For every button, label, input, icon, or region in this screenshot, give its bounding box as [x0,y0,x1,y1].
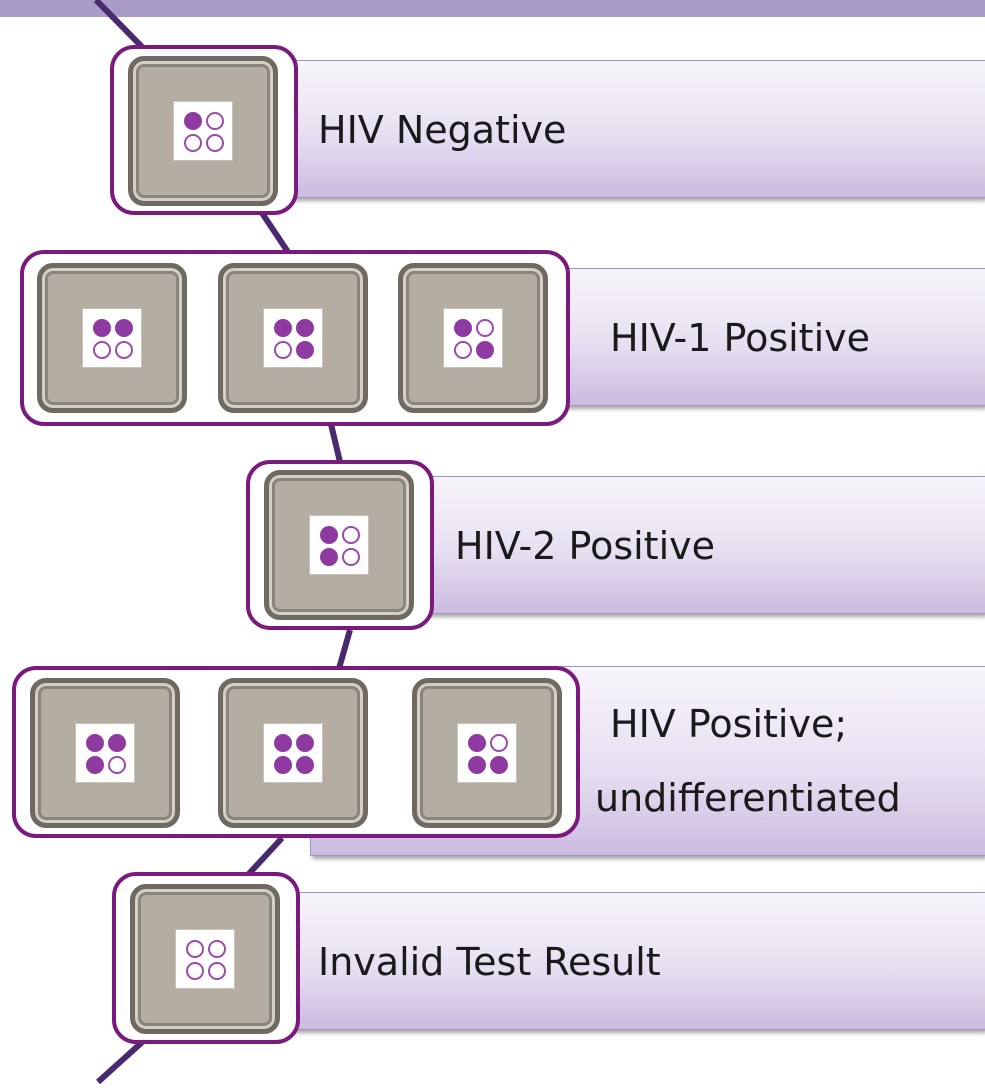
reactive-dot-icon [274,756,292,774]
test-device-hiv1-b [218,263,368,413]
test-device-invalid [130,884,280,1034]
reactive-dot-icon [86,756,104,774]
test-device-undiff-c [412,678,562,828]
result-label-invalid: Invalid Test Result [318,940,661,984]
result-label-hiv2-positive: HIV-2 Positive [455,524,716,568]
test-device-hiv1-a [37,263,187,413]
reactive-dot-icon [108,756,126,774]
test-window [263,723,323,783]
reactive-dot-icon [274,734,292,752]
test-window [82,308,142,368]
test-window [263,308,323,368]
test-window [309,515,369,575]
reactive-dot-icon [274,319,292,337]
result-label-box-hiv2-positive [400,476,985,614]
reactive-dot-icon [206,134,224,152]
reactive-dot-icon [208,962,226,980]
test-device-undiff-a [30,678,180,828]
test-window [457,723,517,783]
test-window [443,308,503,368]
reactive-dot-icon [490,756,508,774]
reactive-dot-icon [296,734,314,752]
reactive-dot-icon [296,319,314,337]
result-label-undifferentiated: undifferentiated [595,776,901,820]
reactive-dot-icon [115,341,133,359]
reactive-dot-icon [186,940,204,958]
result-label-hiv1-positive: HIV-1 Positive [610,316,871,360]
reactive-dot-icon [476,341,494,359]
reactive-dot-icon [296,341,314,359]
result-label-hiv-negative: HIV Negative [318,108,567,152]
reactive-dot-icon [274,341,292,359]
test-device-hiv-negative [128,56,278,206]
result-label-hiv-positive: HIV Positive; [610,702,848,746]
reactive-dot-icon [490,734,508,752]
result-label-box-hiv-negative [262,60,985,198]
reactive-dot-icon [342,548,360,566]
reactive-dot-icon [184,112,202,130]
reactive-dot-icon [93,341,111,359]
reactive-dot-icon [342,526,360,544]
top-bar [0,0,985,17]
test-window [175,929,235,989]
reactive-dot-icon [86,734,104,752]
reactive-dot-icon [320,526,338,544]
reactive-dot-icon [184,134,202,152]
test-window [173,101,233,161]
reactive-dot-icon [208,940,226,958]
reactive-dot-icon [468,756,486,774]
reactive-dot-icon [468,734,486,752]
reactive-dot-icon [115,319,133,337]
test-device-hiv2-positive [264,470,414,620]
reactive-dot-icon [93,319,111,337]
reactive-dot-icon [296,756,314,774]
reactive-dot-icon [206,112,224,130]
test-device-undiff-b [218,678,368,828]
test-device-hiv1-c [398,263,548,413]
reactive-dot-icon [454,341,472,359]
reactive-dot-icon [454,319,472,337]
test-window [75,723,135,783]
reactive-dot-icon [476,319,494,337]
reactive-dot-icon [108,734,126,752]
result-label-box-hiv1-positive [520,268,985,406]
reactive-dot-icon [320,548,338,566]
reactive-dot-icon [186,962,204,980]
